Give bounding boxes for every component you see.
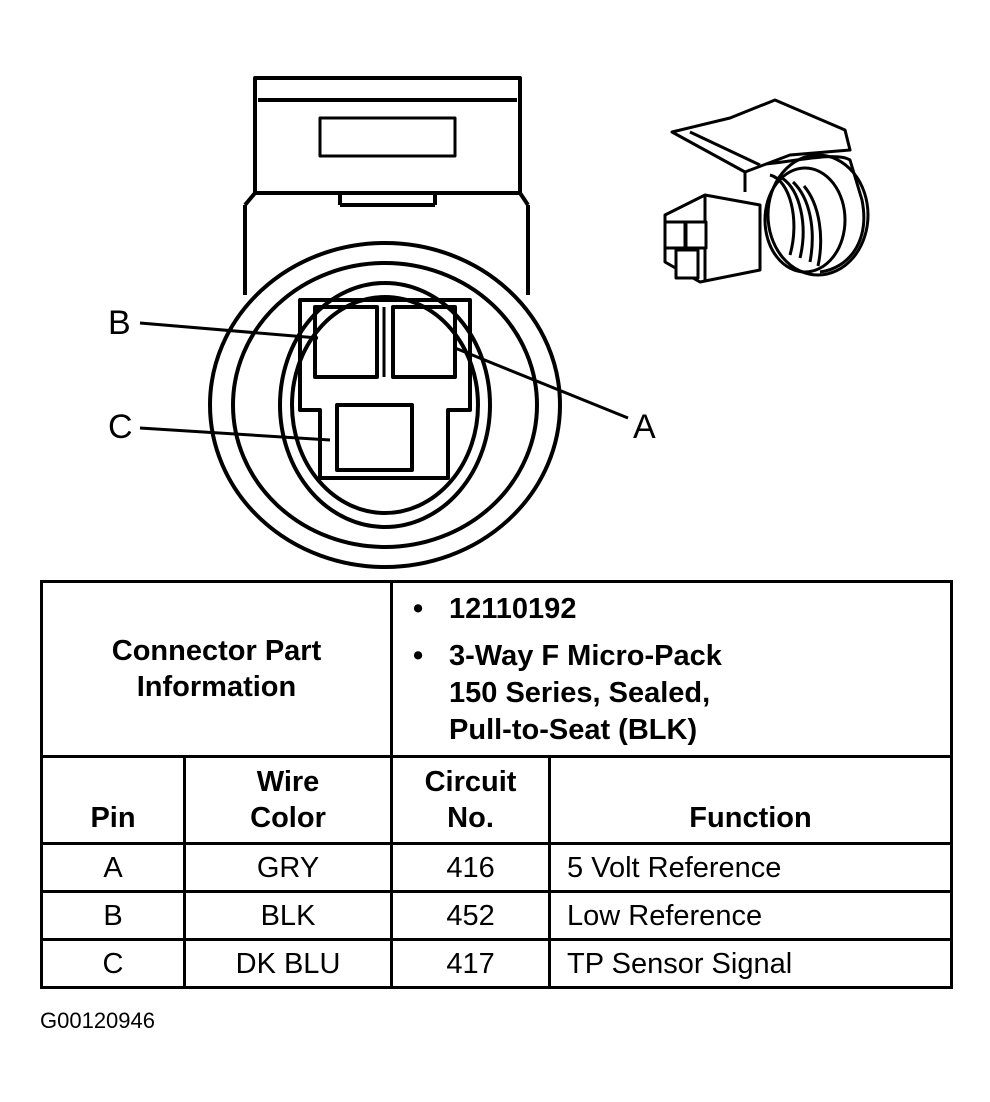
table-row: C DK BLU 417 TP Sensor Signal <box>40 938 954 989</box>
connector-info-row: Connector Part Information • 12110192 • … <box>39 580 954 758</box>
table-row: B BLK 452 Low Reference <box>40 890 954 941</box>
header-pin: Pin <box>40 755 186 845</box>
cell-wire-color: DK BLU <box>182 938 394 989</box>
connector-part-info-title: Connector Part Information <box>39 580 394 758</box>
terminal-b <box>313 305 379 379</box>
header-function: Function <box>548 755 954 845</box>
cell-pin: B <box>40 890 186 941</box>
terminal-a <box>391 305 457 379</box>
cell-circuit-no: 417 <box>390 938 552 989</box>
bullet-icon: • <box>413 593 424 625</box>
connector-diagram <box>139 76 870 569</box>
cell-circuit-no: 452 <box>390 890 552 941</box>
callout-leaders <box>139 321 629 442</box>
terminal-c <box>335 403 414 472</box>
connector-pinout-table: Connector Part Information • 12110192 • … <box>39 580 954 989</box>
cell-pin: C <box>40 938 186 989</box>
header-wire-color: Wire Color <box>182 755 394 845</box>
figure-id: G00120946 <box>40 1008 155 1033</box>
cell-function: 5 Volt Reference <box>548 842 954 893</box>
column-header-row: Pin Wire Color Circuit No. Function <box>40 755 954 845</box>
cell-function: Low Reference <box>548 890 954 941</box>
pin-label-b: B <box>108 304 131 342</box>
cell-circuit-no: 416 <box>390 842 552 893</box>
part-description-item: • 3-Way F Micro-Pack 150 Series, Sealed,… <box>413 638 940 749</box>
cell-function: TP Sensor Signal <box>548 938 954 989</box>
header-circuit-no: Circuit No. <box>390 755 552 845</box>
cell-pin: A <box>40 842 186 893</box>
part-number-item: • 12110192 <box>413 591 940 628</box>
cell-wire-color: GRY <box>182 842 394 893</box>
cell-wire-color: BLK <box>182 890 394 941</box>
part-number: 12110192 <box>449 593 577 625</box>
pin-label-c: C <box>108 408 133 446</box>
pin-label-a: A <box>633 408 656 446</box>
part-description: 3-Way F Micro-Pack 150 Series, Sealed, P… <box>449 640 722 746</box>
connector-perspective-view <box>663 98 870 284</box>
bullet-icon: • <box>413 640 424 672</box>
table-row: A GRY 416 5 Volt Reference <box>40 842 954 893</box>
connector-part-info-details: • 12110192 • 3-Way F Micro-Pack 150 Seri… <box>390 580 954 758</box>
connector-face <box>208 241 562 569</box>
connector-housing <box>243 76 530 295</box>
